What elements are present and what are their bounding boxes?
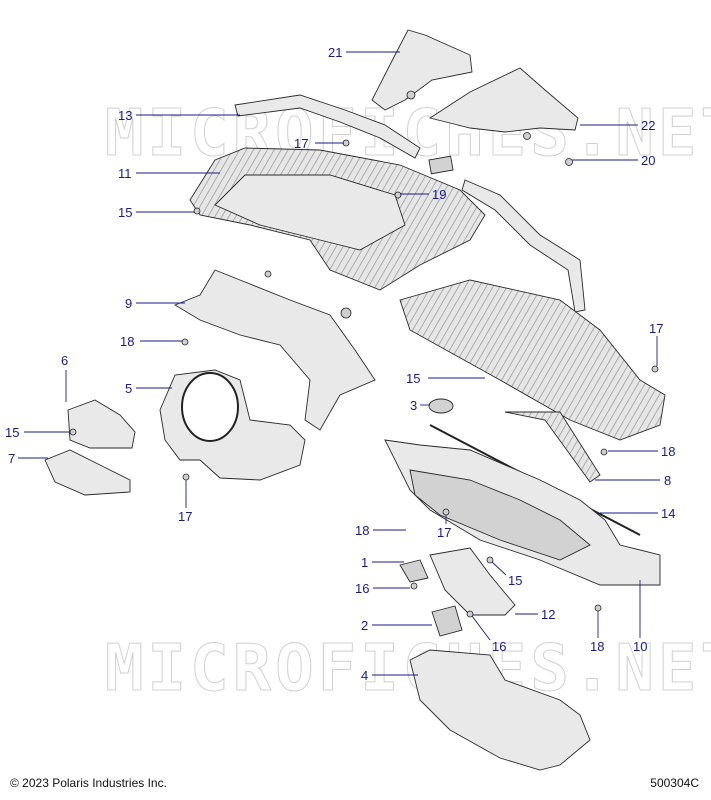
fastener: [523, 132, 531, 140]
part-8-strip: [504, 411, 601, 483]
part-6-cover: [67, 399, 136, 449]
callout-7: 7: [8, 451, 15, 466]
diagram-code: 500304C: [650, 776, 699, 790]
fastener: [193, 207, 201, 215]
fastener: [600, 448, 608, 456]
part-10-console-face: [409, 469, 591, 561]
fastener: [340, 307, 352, 319]
callout-17: 17: [294, 136, 308, 151]
callout-19: 19: [432, 187, 446, 202]
part-9-bracket: [173, 269, 376, 431]
watermark-group: MICROFICHES.NET MICROFICHES.NET: [105, 97, 711, 707]
callout-15-mid: 15: [406, 371, 420, 386]
callout-18-bottom: 18: [590, 639, 604, 654]
fastener: [406, 90, 416, 100]
callout-10: 10: [633, 639, 647, 654]
callout-11: 11: [118, 166, 132, 181]
callout-15: 15: [118, 205, 132, 220]
part-11-inner-panel: [214, 174, 406, 251]
fastener: [264, 270, 272, 278]
part-22-cover: [428, 67, 579, 133]
fastener: [410, 582, 418, 590]
fastener: [181, 338, 189, 346]
callout-8: 8: [664, 473, 671, 488]
callout-16-lower: 16: [492, 639, 506, 654]
callout-17-lower: 17: [437, 525, 451, 540]
part-10-right-panel: [399, 279, 666, 441]
callout-1: 1: [361, 555, 368, 570]
callout-17-right: 17: [649, 321, 663, 336]
callout-14: 14: [661, 506, 675, 521]
part-13-trim: [234, 94, 421, 159]
fastener: [466, 610, 474, 618]
part-3-grommet: [428, 398, 454, 414]
callout-group: 21 13 22 17 11 20 19 15 9 18 17 6 5 15 3…: [5, 45, 675, 683]
watermark-bottom: MICROFICHES.NET: [105, 632, 711, 706]
copyright-text: © 2023 Polaris Industries Inc.: [10, 776, 167, 790]
fastener: [486, 556, 494, 564]
callout-9: 9: [125, 296, 132, 311]
part-7-cover: [44, 449, 131, 496]
fastener: [594, 604, 602, 612]
part-21-cover: [371, 29, 473, 111]
fastener: [69, 428, 77, 436]
callout-4: 4: [361, 668, 368, 683]
callout-15-left: 15: [5, 425, 19, 440]
callout-15-lower: 15: [508, 573, 522, 588]
callout-3: 3: [410, 398, 417, 413]
callout-18-right: 18: [661, 444, 675, 459]
fastener-group: [69, 90, 659, 618]
watermark-top: MICROFICHES.NET: [105, 97, 711, 171]
part-4-glove-box: [409, 649, 591, 771]
callout-12: 12: [541, 607, 555, 622]
part-12-bracket: [429, 547, 516, 616]
callout-17-lower-left: 17: [178, 509, 192, 524]
callout-18: 18: [120, 334, 134, 349]
callout-21: 21: [328, 45, 342, 60]
callout-16: 16: [355, 581, 369, 596]
callout-2: 2: [361, 618, 368, 633]
part-20-clip: [428, 155, 454, 175]
callout-22: 22: [641, 118, 655, 133]
callout-6: 6: [61, 353, 68, 368]
part-2-latch: [431, 605, 463, 637]
part-5-gauge-opening: [181, 372, 239, 442]
part-1-clip: [399, 559, 429, 583]
callout-5: 5: [125, 381, 132, 396]
fastener: [182, 473, 190, 481]
callout-13: 13: [118, 108, 132, 123]
fastener: [394, 191, 402, 199]
callout-18-lower: 18: [355, 523, 369, 538]
fastener: [565, 158, 573, 166]
fastener: [651, 365, 659, 373]
callout-20: 20: [641, 153, 655, 168]
fastener: [442, 508, 450, 516]
